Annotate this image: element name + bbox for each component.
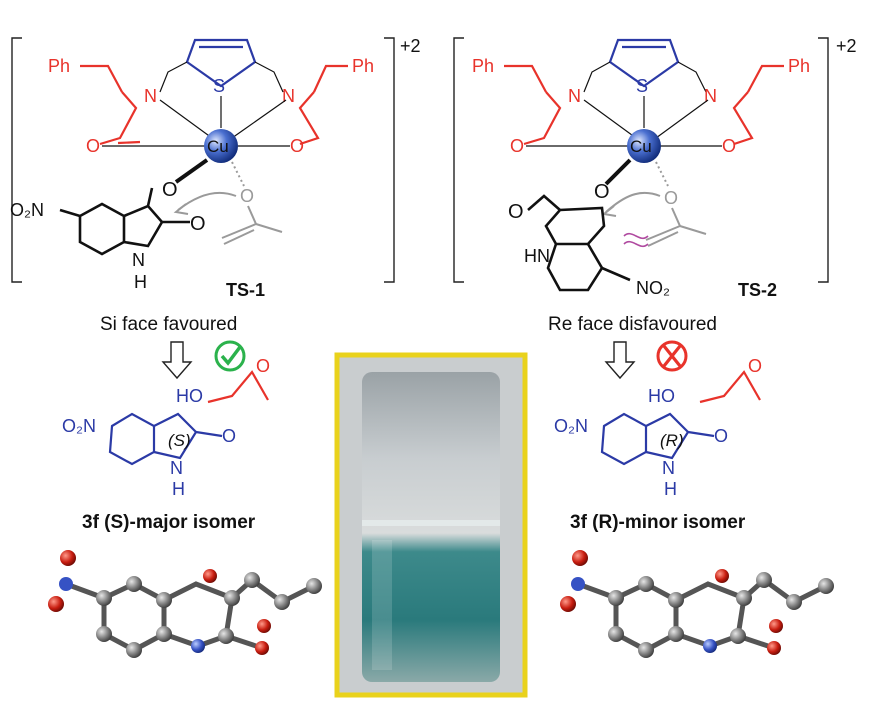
ts2-copper-sphere	[627, 129, 661, 163]
ts1-left-bracket	[11, 37, 22, 283]
product-r-ho: HO	[648, 386, 675, 406]
ts2-ph-left: Ph	[472, 56, 494, 76]
crystal-structure-s	[48, 550, 322, 658]
ts1-nh-n: N	[132, 250, 145, 270]
ts2-thiophene-ring	[608, 38, 680, 88]
ts2-acetone-o: O	[664, 188, 678, 208]
product-r-ketone-o: O	[748, 356, 762, 376]
ts2-sulfur-label: S	[636, 76, 648, 96]
product-r-n: N	[662, 458, 675, 478]
ts1-label: TS-1	[226, 280, 265, 300]
product-s-n: N	[170, 458, 183, 478]
ts1-complex: +2 S Ph N O Ph N O Cu O O	[10, 36, 421, 300]
ts2-complex: +2 S Ph N O Ph N O Cu O O	[453, 36, 857, 300]
down-arrow-icon	[161, 341, 193, 380]
ts1-cu-label: Cu	[207, 137, 229, 156]
ts2-n-left: N	[568, 86, 581, 106]
ts1-nitro-group: O₂N	[10, 200, 44, 220]
check-circle-icon	[214, 340, 246, 372]
product-s-config: (S)	[168, 431, 191, 450]
ts1-acetone-o: O	[240, 186, 254, 206]
product-r-nitro: O₂N	[554, 416, 588, 436]
ts1-n-left: N	[144, 86, 157, 106]
product-r-carbonyl-o: O	[714, 426, 728, 446]
down-arrow-icon	[604, 341, 636, 380]
vial-photo	[334, 352, 528, 698]
product-r-config: (R)	[660, 431, 684, 450]
ts2-right-bracket	[818, 37, 829, 283]
ts1-sulfur-label: S	[213, 76, 225, 96]
re-face-caption: Re face disfavoured	[548, 314, 717, 335]
ts1-o-right: O	[290, 136, 304, 156]
ts2-label: TS-2	[738, 280, 777, 300]
product-s-ho: HO	[176, 386, 203, 406]
ts1-charge: +2	[400, 36, 421, 56]
crystal-structure-r	[560, 550, 834, 658]
ts1-n-right: N	[282, 86, 295, 106]
ts2-n-right: N	[704, 86, 717, 106]
ts1-ph-right: Ph	[352, 56, 374, 76]
ts1-nh-h: H	[134, 272, 147, 292]
product-r-structure: O₂N O N H HO (R) O	[554, 356, 762, 499]
ts2-left-bracket	[453, 37, 464, 283]
ts2-charge: +2	[836, 36, 857, 56]
product-s-nitro: O₂N	[62, 416, 96, 436]
si-face-caption: Si face favoured	[100, 314, 237, 335]
ts2-cu-label: Cu	[630, 137, 652, 156]
product-r-h: H	[664, 479, 677, 499]
product-s-h: H	[172, 479, 185, 499]
ts2-hn: HN	[524, 246, 550, 266]
product-s-structure: O₂N O N H HO (S) O	[62, 356, 270, 499]
ts2-carbonyl-o: O	[594, 181, 610, 203]
product-s-ketone-o: O	[256, 356, 270, 376]
cross-circle-icon	[656, 340, 688, 372]
ts1-right-bracket	[384, 37, 395, 283]
product-s-carbonyl-o: O	[222, 426, 236, 446]
ts2-o-right: O	[722, 136, 736, 156]
minor-isomer-caption: 3f (R)-minor isomer	[570, 512, 746, 533]
major-isomer-caption: 3f (S)-major isomer	[82, 512, 256, 533]
ts2-ph-right: Ph	[788, 56, 810, 76]
ts1-carbonyl-o: O	[162, 179, 178, 201]
ts2-isatin-c2-o: O	[508, 201, 524, 223]
ts2-o-left: O	[510, 136, 524, 156]
ts1-isatin-benzene	[78, 202, 126, 256]
ts2-nitro: NO₂	[636, 278, 670, 298]
vial-solution	[362, 372, 500, 682]
ts1-thiophene-ring	[185, 38, 257, 88]
ts1-isatin-c2-o: O	[190, 213, 206, 235]
ts1-o-left: O	[86, 136, 100, 156]
ts1-copper-sphere	[204, 129, 238, 163]
ts1-ph-left: Ph	[48, 56, 70, 76]
